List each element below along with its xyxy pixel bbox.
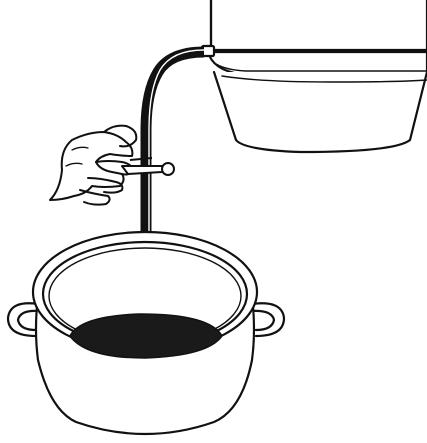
upper-fermenter: [202, 0, 427, 152]
